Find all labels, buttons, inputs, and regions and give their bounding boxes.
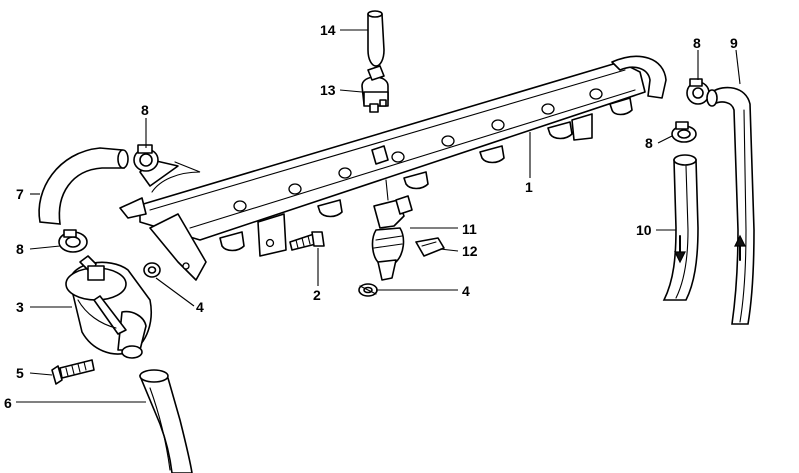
screw-2 (289, 231, 325, 251)
hose-clamp-8-right-lower (671, 121, 697, 143)
callout-3: 3 (16, 299, 24, 315)
callout-14: 14 (320, 22, 336, 38)
callout-8-top-left: 8 (141, 102, 149, 118)
leader-lines (16, 29, 741, 403)
callout-10: 10 (636, 222, 652, 238)
callout-13: 13 (320, 82, 336, 98)
seal-washer-4-left (143, 262, 161, 278)
callout-5: 5 (16, 365, 24, 381)
callout-labels: 14 13 8 7 8 3 4 5 6 2 4 11 12 1 8 9 8 10 (4, 22, 738, 411)
hose-6 (138, 369, 193, 473)
up-arrow (734, 234, 746, 261)
callout-4-middle: 4 (462, 283, 470, 299)
down-arrow (674, 235, 686, 264)
connector-13 (361, 65, 389, 113)
pressure-regulator (65, 255, 152, 359)
injector-clip-12 (415, 237, 445, 257)
callout-8-left: 8 (16, 241, 24, 257)
hose-9 (706, 86, 755, 325)
hose-clamp-8-top-left (133, 144, 159, 172)
callout-7: 7 (16, 186, 24, 202)
fuel-injector-11 (371, 179, 413, 281)
callout-8-right-lower: 8 (645, 135, 653, 151)
hose-10 (662, 154, 699, 301)
screw-5 (51, 359, 95, 385)
seal-14 (367, 10, 385, 67)
callout-8-right-top: 8 (693, 35, 701, 51)
callout-12: 12 (462, 243, 478, 259)
callout-9: 9 (730, 35, 738, 51)
callout-2: 2 (313, 287, 321, 303)
callout-4-left: 4 (196, 299, 204, 315)
hose-7 (38, 147, 129, 225)
callout-1: 1 (525, 179, 533, 195)
seal-washer-4-middle (358, 283, 378, 297)
hose-clamp-8-right-top (686, 78, 710, 105)
fuel-rail (119, 55, 667, 281)
callout-11: 11 (462, 221, 477, 237)
callout-6: 6 (4, 395, 12, 411)
hose-clamp-8-left (58, 229, 88, 253)
